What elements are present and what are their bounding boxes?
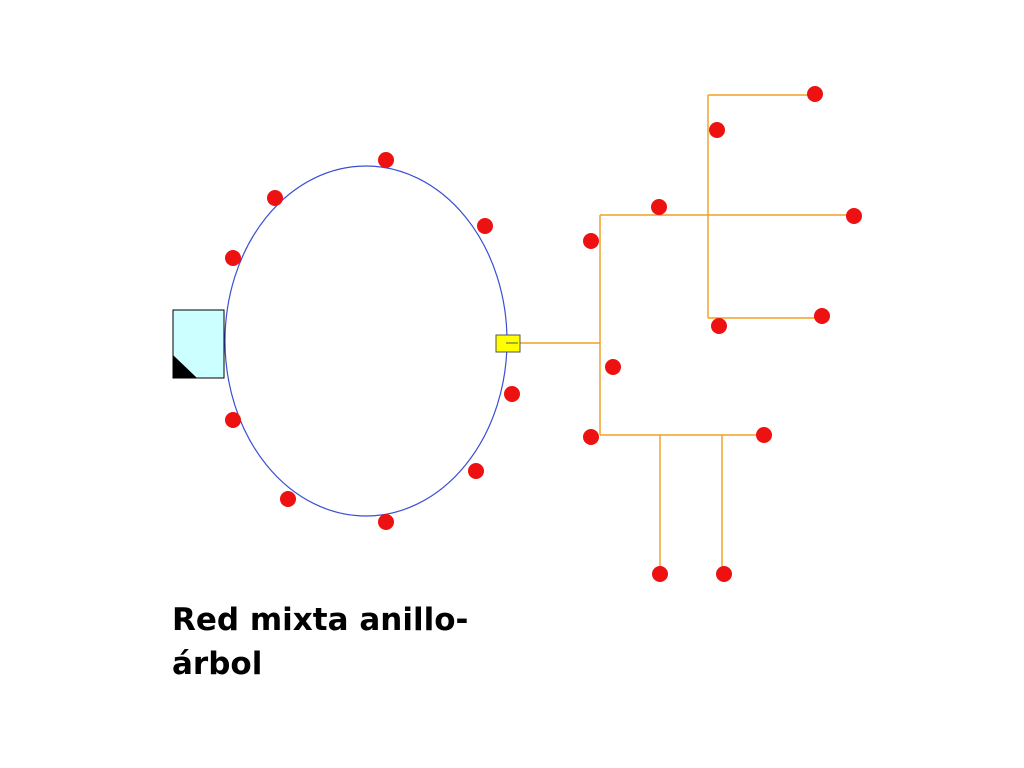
ring-line [224,165,508,517]
ring-node [280,491,296,507]
tree-node [814,308,830,324]
tree-node [651,199,667,215]
tree-nodes [583,86,862,582]
server-terminal [172,309,225,379]
ring-node [225,250,241,266]
tree-node [652,566,668,582]
tree-node [711,318,727,334]
tree-bus [520,94,852,572]
tree-node [605,359,621,375]
ring-node [267,190,283,206]
ring-node [378,152,394,168]
diagram-caption: Red mixta anillo- árbol [172,602,469,682]
ring-node [225,412,241,428]
tree-node [846,208,862,224]
tree-node [807,86,823,102]
tree-node [716,566,732,582]
ring-node [504,386,520,402]
tree-node [583,233,599,249]
server-corner [173,355,197,378]
tree-node [709,122,725,138]
tree-node [756,427,772,443]
ring-node [468,463,484,479]
ring-node [477,218,493,234]
ring-tree-connector [495,334,521,353]
ring-node [378,514,394,530]
tree-node [583,429,599,445]
ring-nodes [225,152,520,530]
